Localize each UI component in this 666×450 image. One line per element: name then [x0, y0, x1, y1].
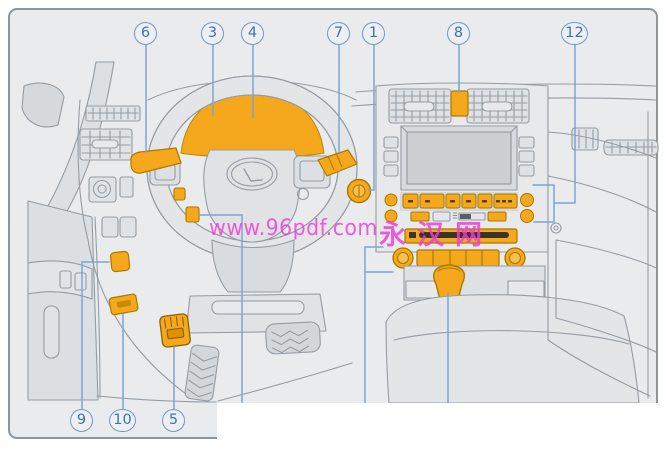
steering-column [211, 239, 295, 293]
left-dash-vents [79, 105, 141, 161]
wiper-lever-highlight [317, 149, 358, 177]
turn-signal-lever-highlight [130, 147, 182, 174]
center-stack [375, 82, 549, 269]
callout-9: 9 [70, 409, 93, 432]
cropped-area-cover [217, 403, 666, 450]
item5-pedal-highlight [159, 313, 191, 348]
passenger-dash [547, 111, 659, 399]
item9-switch-highlight [109, 250, 131, 273]
lexus-emblem [226, 157, 278, 191]
item10-switch-highlight [108, 293, 139, 316]
ignition-switch-highlight [346, 178, 372, 204]
callout-1: 1 [362, 21, 385, 45]
brake-pedal [265, 321, 321, 355]
callout-12: 12 [561, 21, 588, 45]
audio-controls-highlight [392, 247, 526, 269]
hazard-switch-highlight [450, 90, 469, 117]
accelerator-pedal [184, 344, 220, 402]
left-dash-switches [77, 99, 187, 395]
callout-4: 4 [241, 21, 264, 45]
column-switch-upper [173, 187, 186, 201]
floor-lines [96, 362, 353, 403]
column-switch-lower [185, 206, 200, 223]
watermark-site-name: 永汉网 [379, 220, 493, 251]
callout-5: 5 [162, 409, 185, 432]
watermark-url: www.96pdf.com [209, 216, 378, 241]
callout-6: 6 [134, 21, 157, 45]
callout-lines [81, 44, 576, 410]
round-buttons-highlight [384, 193, 534, 223]
callout-8: 8 [447, 21, 470, 45]
side-mirror [21, 82, 65, 128]
driver-door [27, 200, 101, 401]
callout-7: 7 [327, 21, 350, 45]
callout-3: 3 [201, 21, 224, 45]
callout-10: 10 [109, 409, 136, 432]
door-handle [43, 305, 60, 359]
center-console [385, 294, 640, 404]
